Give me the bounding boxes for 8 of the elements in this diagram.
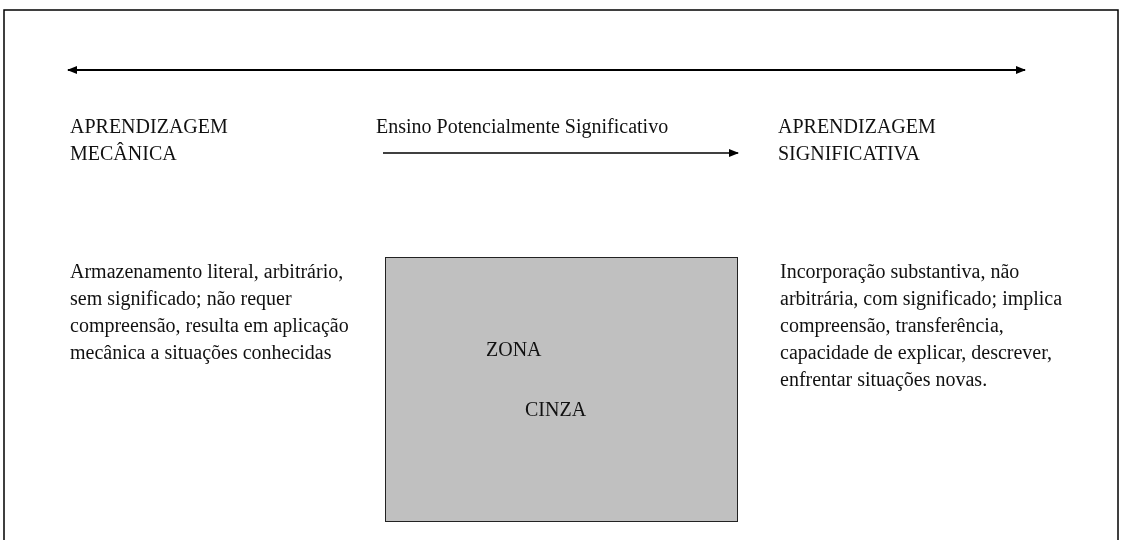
heading-text: APRENDIZAGEM MECÂNICA (70, 114, 229, 166)
description-text: Armazenamento literal, arbitrário, sem significado; não requer compreensão, resulta em aplicação mecânica a situações conhecidas (70, 259, 350, 366)
zone-box (385, 257, 738, 522)
heading-text: APRENDIZAGEM SIGNIFICATIVA (778, 114, 937, 166)
description-text: Incorporação substantiva, não arbitrária, com significado; implica compreensão, transferência, capacidade de explicar, descrever, enfrentar situações novas. (780, 259, 1064, 393)
zone-label: CINZA (525, 397, 587, 422)
arrow-caption: Ensino Potencialmente Significativo (376, 114, 670, 140)
zone-label: ZONA (486, 337, 542, 362)
